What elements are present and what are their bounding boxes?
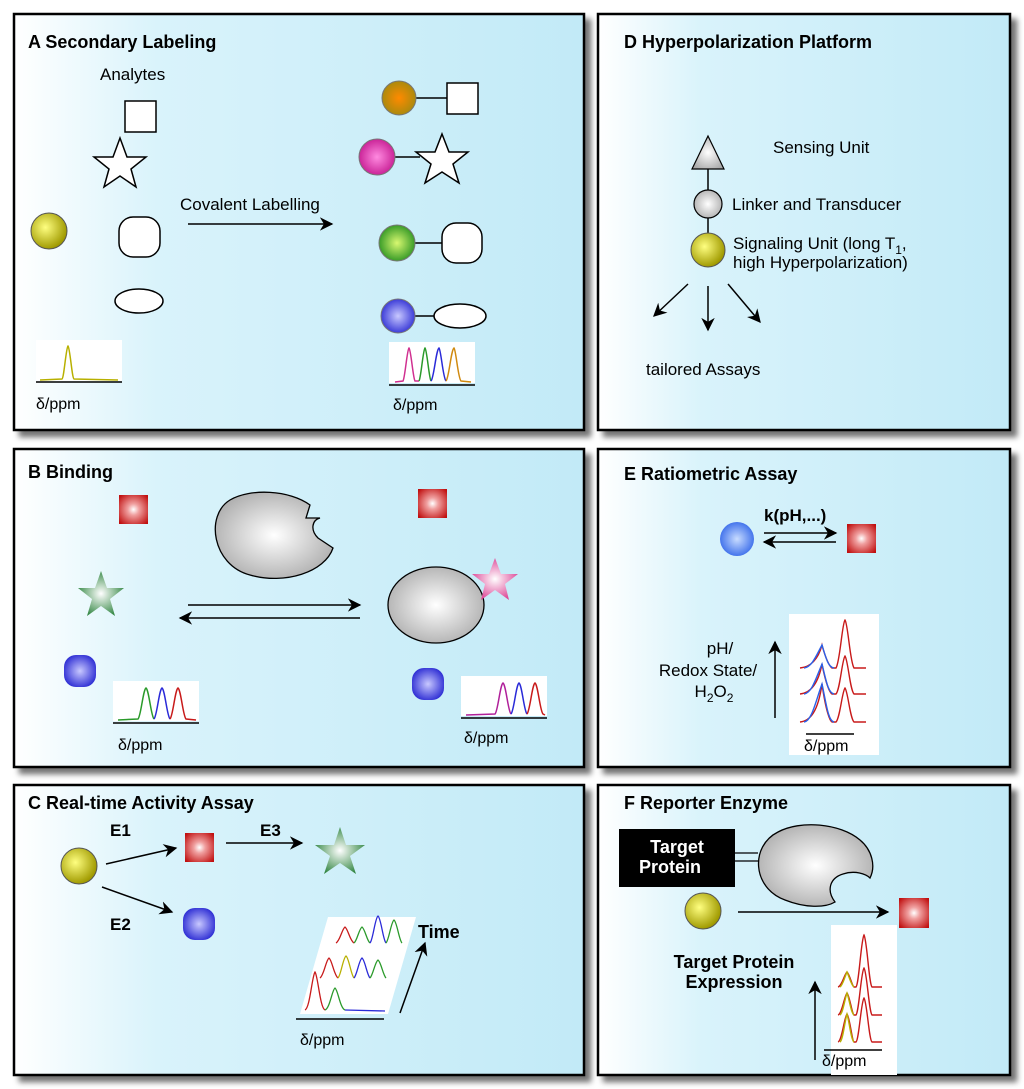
panel-f-title: F Reporter Enzyme <box>624 793 788 813</box>
linker-circle <box>693 189 723 219</box>
sensing-unit-label: Sensing Unit <box>773 138 870 157</box>
spectrum-b-right: δ/ppm <box>461 676 547 747</box>
time-arrow <box>399 941 428 1014</box>
panel-e: E Ratiometric Assay k(pH,...) pH/ Redox … <box>596 447 1012 769</box>
condition-label-ph: pH/ <box>707 639 734 658</box>
expression-label-line1: Target Protein <box>674 952 795 972</box>
signaling-unit-label-line2: high Hyperpolarization) <box>733 253 908 272</box>
axis-label-a-left: δ/ppm <box>36 396 80 413</box>
blue-product-c <box>183 908 215 940</box>
ellipse-analyte <box>114 288 164 314</box>
spectrum-stack-f: δ/ppm <box>822 925 897 1075</box>
time-resolved-spectra: δ/ppm <box>296 915 416 1049</box>
signaling-unit-label: Signaling Unit (long T1, <box>733 234 907 257</box>
signaling-unit-circle <box>690 232 726 268</box>
condition-label-h2o2: H2O2 <box>695 682 734 705</box>
e3-label: E3 <box>260 821 281 840</box>
e1-arrow <box>105 844 178 865</box>
target-protein-box <box>619 829 735 887</box>
green-star-b <box>78 571 124 616</box>
panel-f: F Reporter Enzyme Target Protein Target … <box>596 783 1012 1077</box>
panel-c-title: C Real-time Activity Assay <box>28 793 254 813</box>
label-molecule-yellow <box>30 212 68 250</box>
square-analyte <box>124 100 157 133</box>
tailored-assays-label: tailored Assays <box>646 360 760 379</box>
labeled-star <box>413 131 471 185</box>
target-protein-line1: Target <box>650 837 704 857</box>
reporter-enzyme <box>757 824 874 907</box>
panel-d: D Hyperpolarization Platform Sensing Uni… <box>596 12 1012 432</box>
spectrum-a-right: δ/ppm <box>389 342 475 414</box>
panel-c: C Real-time Activity Assay E1 E3 E2 <box>12 783 586 1077</box>
e1-label: E1 <box>110 821 131 840</box>
orange-label <box>381 80 417 116</box>
covalent-labelling-label: Covalent Labelling <box>180 195 320 214</box>
condition-label-redox: Redox State/ <box>659 661 758 680</box>
red-square-b-left <box>119 495 148 524</box>
axis-label-c: δ/ppm <box>300 1032 344 1049</box>
red-product-c <box>185 833 214 862</box>
e2-arrow <box>101 886 174 915</box>
green-star-product-c <box>315 827 365 874</box>
blue-molecule-b-left <box>64 655 96 687</box>
blue-molecule-b-right <box>412 668 444 700</box>
time-label: Time <box>418 922 460 942</box>
labeled-ellipse <box>433 303 487 329</box>
panel-b: B Binding δ/ppm δ/ppm <box>12 447 586 769</box>
labeled-rounded <box>441 222 483 264</box>
axis-label-f: δ/ppm <box>822 1053 866 1070</box>
spectrum-b-left: δ/ppm <box>113 681 199 754</box>
yellow-substrate-c <box>60 847 98 885</box>
spectrum-a-left: δ/ppm <box>36 340 122 413</box>
assay-arrow-right <box>727 283 761 324</box>
red-state-e <box>847 524 876 553</box>
panel-d-title: D Hyperpolarization Platform <box>624 32 872 52</box>
enzyme-b-free <box>214 491 334 579</box>
rate-constant-label: k(pH,...) <box>764 506 826 525</box>
spectrum-stack-e: δ/ppm <box>789 614 879 755</box>
green-label <box>378 224 416 262</box>
labeled-square <box>446 82 479 115</box>
red-square-b-right <box>418 489 447 518</box>
e2-label: E2 <box>110 915 131 934</box>
panel-e-title: E Ratiometric Assay <box>624 464 797 484</box>
linker-label: Linker and Transducer <box>732 195 901 214</box>
panel-a: A Secondary Labeling Analytes Covalent L… <box>12 12 586 432</box>
star-analyte <box>91 135 149 189</box>
expression-label-line2: Expression <box>685 972 782 992</box>
panel-b-title: B Binding <box>28 462 113 482</box>
target-protein-line2: Protein <box>639 857 701 877</box>
yellow-substrate-f <box>684 892 722 930</box>
axis-label-e: δ/ppm <box>804 738 848 755</box>
axis-label-b-right: δ/ppm <box>464 730 508 747</box>
red-product-f <box>899 898 929 928</box>
pink-star-bound <box>472 558 518 600</box>
axis-label-a-right: δ/ppm <box>393 397 437 414</box>
axis-label-b-left: δ/ppm <box>118 737 162 754</box>
analytes-label: Analytes <box>100 65 165 84</box>
panel-a-title: A Secondary Labeling <box>28 32 216 52</box>
blue-state-e <box>720 522 754 556</box>
assay-arrow-left <box>653 283 689 317</box>
enzyme-b-bound <box>387 566 485 644</box>
blue-label <box>380 298 416 334</box>
rounded-analyte <box>118 216 161 258</box>
magenta-label <box>358 138 396 176</box>
